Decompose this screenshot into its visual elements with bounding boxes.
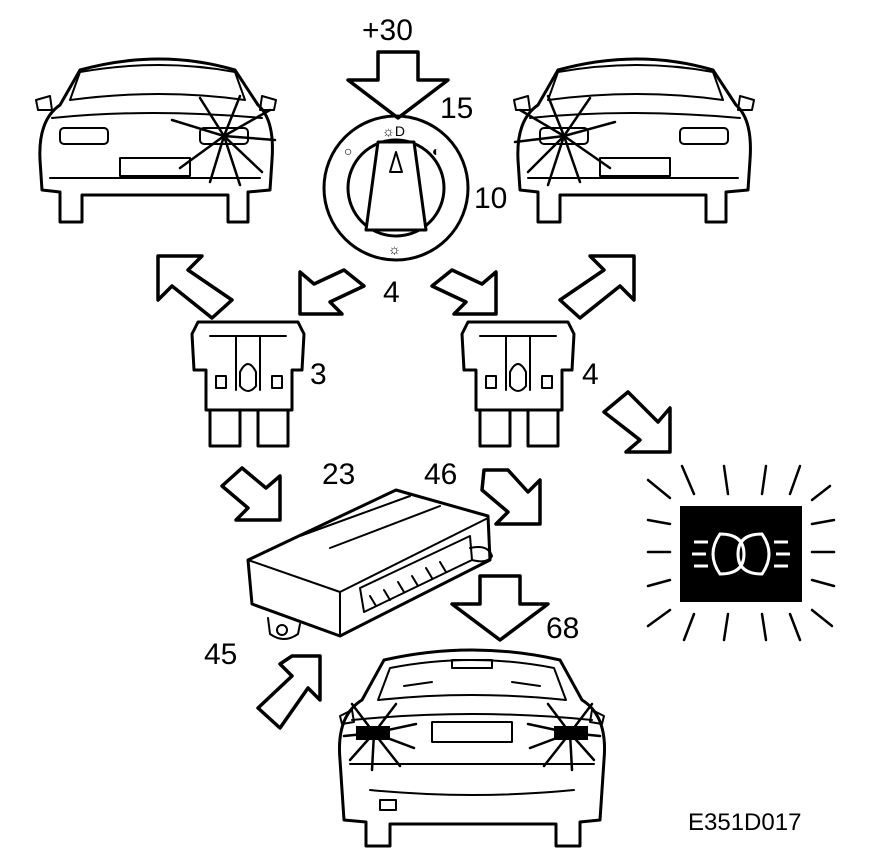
fuse-right (460, 320, 576, 448)
front-car-left (35, 57, 277, 224)
label-module-output-rear: 68 (546, 612, 579, 645)
headlight-burst-left (170, 94, 277, 187)
label-fuse-left: 3 (310, 358, 327, 391)
fuse-left (190, 320, 306, 448)
arrow-fuse-right-to-car-right (558, 254, 636, 320)
headlight-burst-right (513, 94, 617, 187)
taillight-burst-left (342, 702, 418, 772)
switch-symbol-left: ○ (344, 143, 352, 159)
arrow-fuse-right-to-indicator (602, 390, 672, 454)
label-switch-terminal-bottom: 4 (383, 276, 400, 309)
arrow-module-to-rear-car (450, 574, 550, 642)
label-supply: +30 (362, 14, 413, 47)
switch-symbol-bottom: ☼ (388, 241, 401, 257)
label-switch-terminal-right: 10 (474, 182, 507, 215)
label-module-left-input: 23 (322, 458, 355, 491)
headlight-indicator (646, 464, 836, 642)
arrow-fuse-left-to-module (220, 466, 282, 522)
label-fuse-right: 4 (582, 358, 599, 391)
figure-code: E351D017 (688, 809, 801, 836)
switch-symbol-right: ◐ (432, 143, 440, 159)
control-module (246, 488, 493, 640)
arrow-switch-to-fuse-right (430, 268, 498, 316)
arrow-fuse-right-to-module (480, 468, 542, 526)
label-module-right-input: 46 (424, 458, 457, 491)
front-car-right (513, 57, 755, 224)
arrow-supply-to-switch (346, 50, 450, 120)
indicator-glow (646, 464, 836, 642)
arrow-switch-to-fuse-left (298, 268, 366, 316)
switch-symbol-top: ☼D (382, 123, 405, 139)
label-module-output-left: 45 (204, 638, 237, 671)
taillight-burst-right (526, 702, 602, 772)
arrow-module-output-left (256, 654, 322, 730)
headlight-indicator-icon (692, 532, 790, 576)
light-switch: ☼D ○ ◐ ☼ (322, 114, 470, 262)
label-switch-terminal-top: 15 (440, 92, 473, 125)
rear-car (337, 648, 607, 848)
arrow-fuse-left-to-car-left (156, 254, 234, 320)
